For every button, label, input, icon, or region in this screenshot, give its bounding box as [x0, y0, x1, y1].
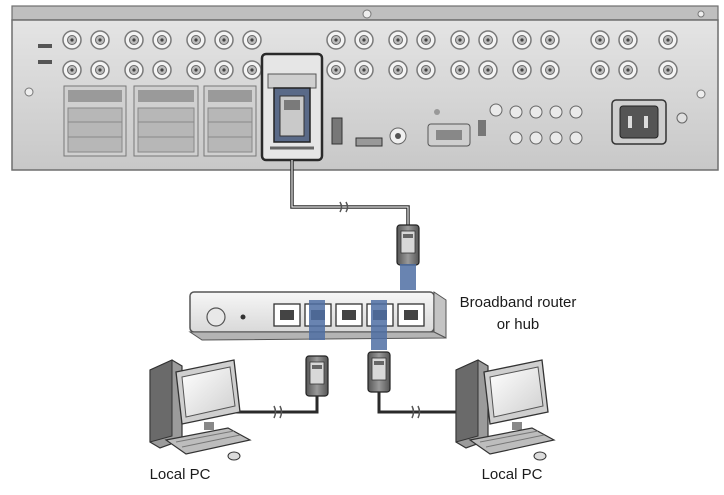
terminal-block — [64, 86, 126, 156]
terminal-block — [204, 86, 256, 156]
router-label-line2: or hub — [444, 314, 592, 336]
router-label: Broadband router or hub — [444, 292, 592, 336]
desktop-pc-icon — [150, 360, 250, 460]
desktop-pc-icon — [456, 360, 554, 460]
terminal-block — [134, 86, 198, 156]
local-pc-left-label: Local PC — [120, 466, 240, 483]
router-label-line1: Broadband router — [444, 292, 592, 314]
dvr-rear-panel-icon — [12, 6, 718, 170]
ethernet-cable-icon — [292, 160, 419, 290]
local-pc-right-label: Local PC — [452, 466, 572, 483]
dvr-network-port — [262, 54, 322, 160]
